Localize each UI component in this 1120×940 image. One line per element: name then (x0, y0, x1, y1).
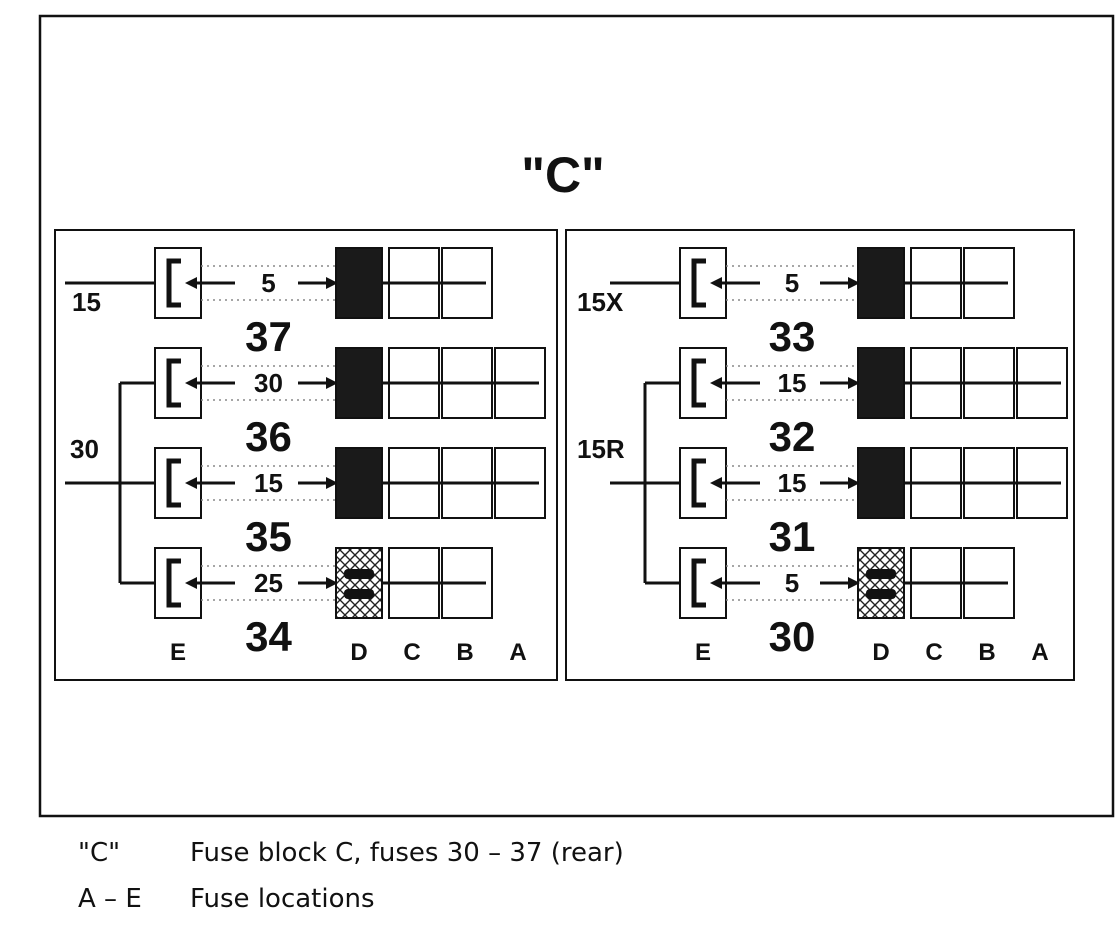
arrow-right-head (848, 477, 860, 489)
arrow-right-head (326, 477, 338, 489)
contact-bracket (166, 358, 181, 408)
legend: "C" Fuse block C, fuses 30 – 37 (rear) A… (78, 838, 1078, 930)
fuse-number: 34 (245, 613, 292, 660)
arrow-left-head (710, 277, 722, 289)
column-label: E (695, 639, 711, 666)
column-label: E (170, 639, 186, 666)
fuse-blade (866, 569, 896, 579)
fuse-number: 33 (769, 313, 816, 360)
arrow-left-head (185, 277, 197, 289)
arrow-right-head (326, 377, 338, 389)
legend-text: Fuse block C, fuses 30 – 37 (rear) (190, 838, 624, 868)
fuse-location-d (857, 447, 905, 519)
arrow-left-head (185, 477, 197, 489)
arrow-right-head (848, 377, 860, 389)
arrow-left-head (710, 477, 722, 489)
fuse-blade (344, 589, 374, 599)
panel-left-frame (54, 229, 558, 681)
fuse-number: 36 (245, 413, 292, 460)
column-label: B (978, 639, 995, 666)
arrow-right-head (326, 277, 338, 289)
fuse-amperage: 5 (785, 568, 799, 598)
legend-row-locations: A – E Fuse locations (78, 884, 1078, 930)
block-title: "C" (521, 147, 605, 203)
fuse-location-d (335, 247, 383, 319)
panel-right-frame (565, 229, 1075, 681)
column-label: D (350, 639, 367, 666)
contact-bracket (691, 358, 706, 408)
arrow-left-head (185, 377, 197, 389)
fuse-number: 31 (769, 513, 816, 560)
fuse-location-d (335, 447, 383, 519)
fuse-amperage: 30 (254, 368, 283, 398)
fuse-amperage: 5 (261, 268, 275, 298)
contact-bracket (691, 258, 706, 308)
fuse-location-d (857, 347, 905, 419)
outer-frame (38, 14, 1115, 818)
fuse-location-d (857, 547, 905, 619)
panel-left: 15 30 5 37 30 36 15 35 25 34E D C B A (65, 247, 546, 666)
arrow-left-head (710, 377, 722, 389)
legend-text: Fuse locations (190, 884, 375, 914)
fuse-number: 30 (769, 613, 816, 660)
column-label: C (925, 639, 942, 666)
column-label: D (872, 639, 889, 666)
contact-bracket (166, 258, 181, 308)
column-label: A (1031, 639, 1048, 666)
fuse-number: 32 (769, 413, 816, 460)
fuse-amperage: 15 (254, 468, 283, 498)
bus-input-label: 15R (577, 434, 625, 464)
bus-input-label: 30 (70, 434, 99, 464)
legend-key: A – E (78, 884, 142, 914)
column-label: A (509, 639, 526, 666)
arrow-right-head (326, 577, 338, 589)
fuse-location-d (335, 547, 383, 619)
fuse-amperage: 15 (778, 368, 807, 398)
top-input-label: 15X (577, 287, 624, 317)
contact-bracket (691, 558, 706, 608)
top-input-label: 15 (72, 287, 101, 317)
fuse-blade (344, 569, 374, 579)
arrow-left-head (710, 577, 722, 589)
contact-bracket (691, 458, 706, 508)
contact-bracket (166, 558, 181, 608)
fuse-location-d (857, 247, 905, 319)
fuse-location-d (335, 347, 383, 419)
fuse-blade (866, 589, 896, 599)
arrow-left-head (185, 577, 197, 589)
fuse-amperage: 5 (785, 268, 799, 298)
column-label: B (456, 639, 473, 666)
legend-row-block: "C" Fuse block C, fuses 30 – 37 (rear) (78, 838, 1078, 884)
fuse-amperage: 15 (778, 468, 807, 498)
arrow-right-head (848, 577, 860, 589)
fuse-number: 37 (245, 313, 292, 360)
column-label: C (403, 639, 420, 666)
contact-bracket (166, 458, 181, 508)
fuse-number: 35 (245, 513, 292, 560)
legend-key: "C" (78, 838, 121, 868)
panel-right: 15X 15R 5 33 15 32 15 31 5 30E D C B A (577, 247, 1068, 666)
fuse-amperage: 25 (254, 568, 283, 598)
arrow-right-head (848, 277, 860, 289)
